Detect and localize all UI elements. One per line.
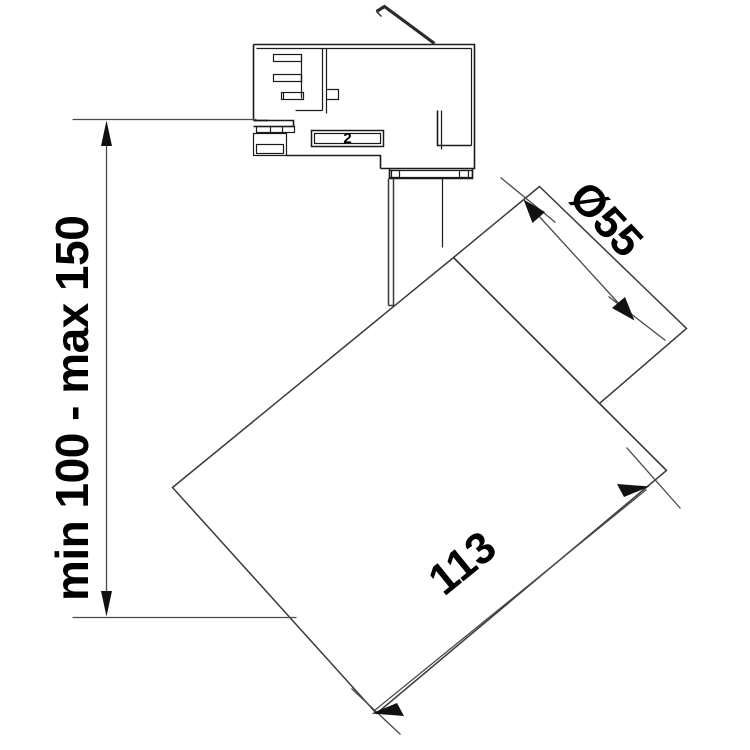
dimension-height-label: min 100 - max 150: [46, 216, 98, 601]
ext-line-d55-a: [500, 176, 556, 224]
track-adapter: 2: [252, 43, 476, 180]
release-lever: [375, 4, 436, 45]
spotlight-barrel: [171, 185, 688, 715]
arrow-head-d55-end: [612, 297, 635, 321]
arrow-head-bottom: [101, 591, 112, 617]
ext-line-113-a: [351, 688, 401, 735]
arrow-head-top: [101, 120, 112, 146]
adapter-marking-text: 2: [343, 130, 351, 147]
arrow-head-d55-start: [523, 199, 545, 223]
adapter-terminal-block: [252, 125, 296, 157]
adapter-marking-plate: 2: [310, 129, 385, 148]
arrow-head-113-start: [371, 703, 404, 716]
ext-line-113-b: [626, 447, 681, 509]
arrow-head-113-end: [617, 484, 650, 497]
adapter-contacts: [272, 53, 305, 101]
dimension-height-range: min 100 - max 150: [46, 118, 297, 619]
mounting-stem: [387, 178, 444, 307]
